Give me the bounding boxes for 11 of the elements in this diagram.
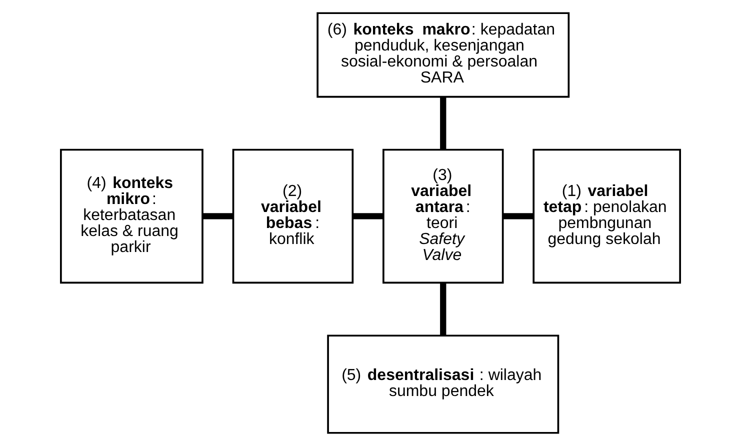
node-box: (2) variabel bebas: konflik xyxy=(232,148,354,284)
connector xyxy=(352,213,384,220)
node-box: (1) variabel tetap: penolakan pembngunan gedung sekolah xyxy=(532,148,681,284)
connector xyxy=(440,96,446,150)
connector xyxy=(202,213,234,220)
node-box: (5) desentralisasi: wilayah sumbu pendek xyxy=(327,334,560,434)
node-box: (6) konteks makro: kepadatan penduduk, kesenjangan sosial-ekonomi & persoalan SARA xyxy=(316,12,570,98)
node-box: (4) konteks mikro: keterbatasan kelas & ruang parkir xyxy=(60,148,204,284)
connector xyxy=(503,213,534,220)
node-box: (3) variabel antara: teori Safety Valve xyxy=(382,148,504,284)
connector xyxy=(440,283,446,336)
